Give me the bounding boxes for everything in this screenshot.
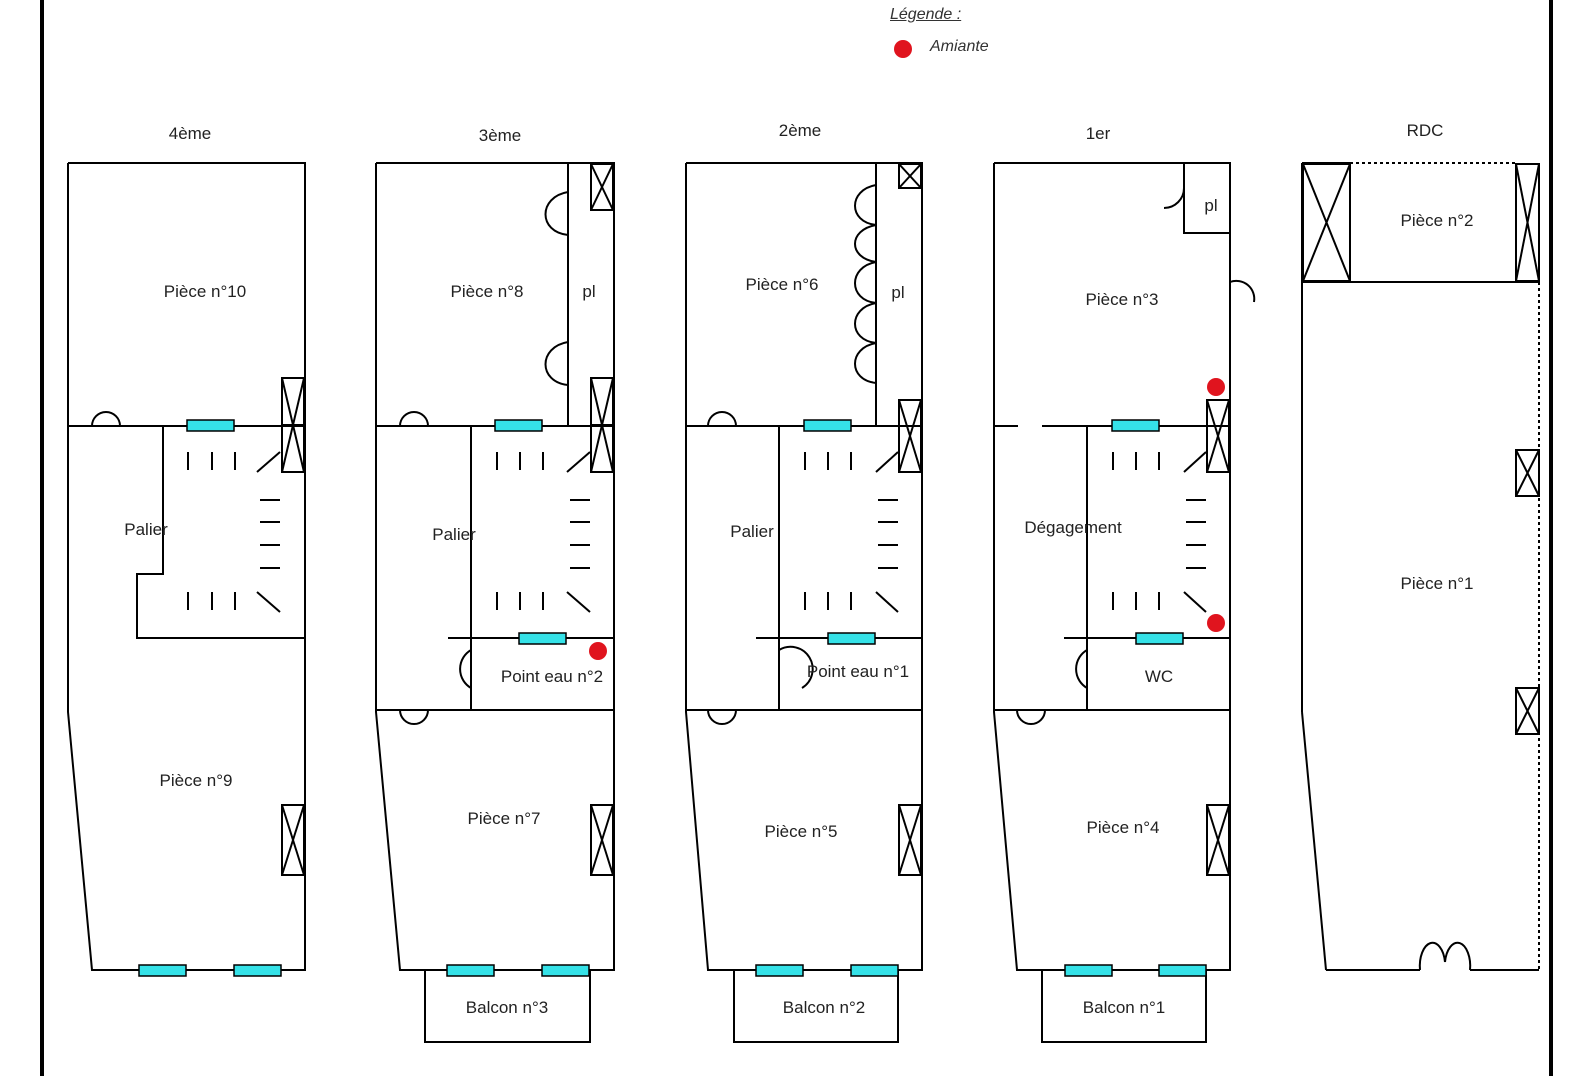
- room-label-degagement: Dégagement: [1024, 518, 1122, 537]
- window-4eme-piece9-left: [138, 964, 187, 977]
- floor-plan-rdc: [1301, 162, 1540, 971]
- room-label-pl-1er: pl: [1204, 196, 1217, 215]
- windows: [138, 419, 1207, 977]
- window-4eme-palier: [186, 419, 235, 432]
- window-2eme-point-eau: [827, 632, 876, 645]
- room-label-piece6: Pièce n°6: [746, 275, 819, 294]
- room-label-piece8: Pièce n°8: [451, 282, 524, 301]
- floor-plan-4eme: [67, 162, 306, 971]
- room-label-point-eau-1: Point eau n°1: [807, 662, 909, 681]
- room-label-piece5: Pièce n°5: [765, 822, 838, 841]
- room-label-pl-3eme: pl: [582, 282, 595, 301]
- room-label-point-eau-2: Point eau n°2: [501, 667, 603, 686]
- floor-title-4eme: 4ème: [169, 124, 212, 143]
- window-3eme-point-eau: [518, 632, 567, 645]
- floor-plan-1er: [993, 162, 1256, 1043]
- floor-plan-3eme: [375, 162, 615, 1043]
- window-1er-wc: [1135, 632, 1184, 645]
- window-2eme-piece5-right: [850, 964, 899, 977]
- window-1er-piece4-right: [1158, 964, 1207, 977]
- room-label-piece7: Pièce n°7: [468, 809, 541, 828]
- window-3eme-palier: [494, 419, 543, 432]
- window-2eme-palier: [803, 419, 852, 432]
- floor-title-3eme: 3ème: [479, 126, 522, 145]
- asbestos-marker-1er-piece3: [1207, 378, 1225, 396]
- room-label-balcon1: Balcon n°1: [1083, 998, 1165, 1017]
- room-label-wc: WC: [1145, 667, 1173, 686]
- floor-title-rdc: RDC: [1407, 121, 1444, 140]
- asbestos-marker-icon: [894, 40, 912, 58]
- floor-title-2eme: 2ème: [779, 121, 822, 140]
- room-label-piece2: Pièce n°2: [1401, 211, 1474, 230]
- asbestos-marker-3eme-point-eau: [589, 642, 607, 660]
- legend-title: Légende :: [890, 6, 962, 23]
- room-label-piece10: Pièce n°10: [164, 282, 246, 301]
- room-label-balcon3: Balcon n°3: [466, 998, 548, 1017]
- room-label-pl-2eme: pl: [891, 283, 904, 302]
- asbestos-marker-1er-degagement: [1207, 614, 1225, 632]
- floor-plan-2eme: [685, 162, 923, 1043]
- window-4eme-piece9-right: [233, 964, 282, 977]
- room-label-piece3: Pièce n°3: [1086, 290, 1159, 309]
- window-3eme-piece7-left: [446, 964, 495, 977]
- room-label-piece9: Pièce n°9: [160, 771, 233, 790]
- room-label-piece4: Pièce n°4: [1087, 818, 1160, 837]
- floor-title-1er: 1er: [1086, 124, 1111, 143]
- room-label-palier-4eme: Palier: [124, 520, 168, 539]
- window-3eme-piece7-right: [541, 964, 590, 977]
- room-label-palier-2eme: Palier: [730, 522, 774, 541]
- page-frame: [40, 0, 1553, 1076]
- room-label-balcon2: Balcon n°2: [783, 998, 865, 1017]
- room-label-palier-3eme: Palier: [432, 525, 476, 544]
- asbestos-markers: [589, 378, 1225, 660]
- window-2eme-piece5-left: [755, 964, 804, 977]
- window-1er-degagement: [1111, 419, 1160, 432]
- room-label-piece1: Pièce n°1: [1401, 574, 1474, 593]
- legend: Légende : Amiante: [860, 4, 1060, 60]
- window-1er-piece4-left: [1064, 964, 1113, 977]
- legend-amiante-label: Amiante: [930, 38, 989, 55]
